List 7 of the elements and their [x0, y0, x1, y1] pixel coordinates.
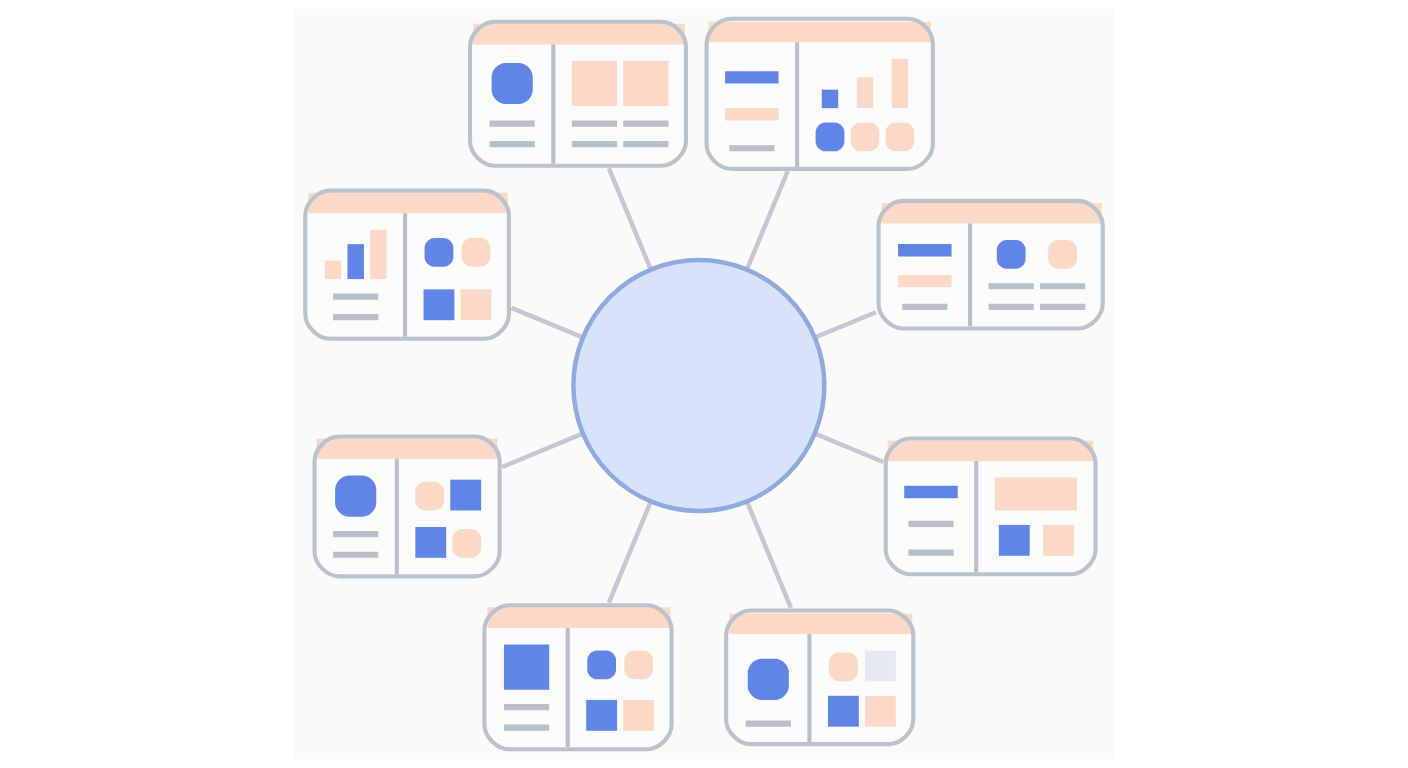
- connector: [814, 431, 885, 465]
- connector: [744, 170, 790, 271]
- connector: [510, 305, 584, 340]
- connector: [744, 500, 793, 609]
- connector: [814, 310, 877, 340]
- node-circle: [571, 257, 827, 514]
- connector: [501, 431, 584, 470]
